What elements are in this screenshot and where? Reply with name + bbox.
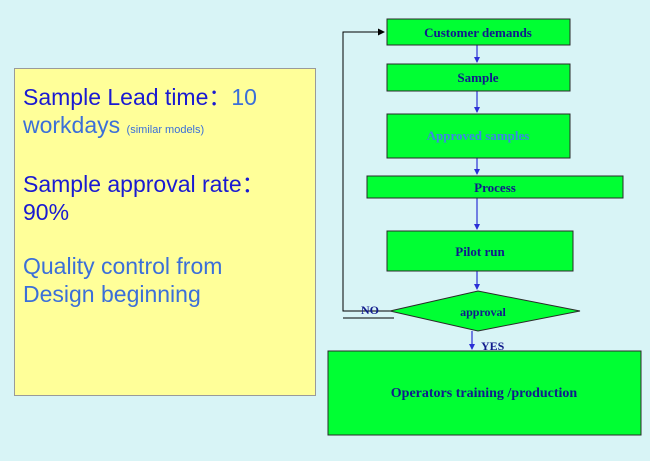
node-customer-demands-label: Customer demands [424, 25, 532, 40]
info-box: Sample Lead time：10 workdays (similar mo… [14, 68, 316, 396]
lead-time-value: 10 [231, 84, 257, 110]
node-process [366, 175, 624, 199]
node-approval-decision [389, 290, 581, 332]
node-operators-training [327, 350, 642, 436]
node-process-label: Process [474, 180, 516, 195]
edge-label-yes: YES [481, 339, 505, 353]
node-sample-label: Sample [457, 70, 498, 85]
quality-line-2: Design beginning [23, 281, 201, 307]
approval-rate-value: 90% [23, 199, 70, 225]
lead-time-text: Sample Lead time：10 workdays (similar mo… [23, 83, 307, 144]
edge-label-no: NO [361, 303, 379, 317]
node-approval-label: approval [460, 305, 506, 319]
node-customer-demands [386, 18, 571, 46]
quality-control-text: Quality control from Design beginning [23, 252, 307, 308]
approval-rate-label: Sample approval rate： [23, 171, 265, 197]
node-approved-samples [386, 113, 571, 159]
lead-time-unit: workdays [23, 112, 121, 138]
lead-time-label: Sample Lead time： [23, 84, 232, 110]
loop-no-feedback [342, 28, 396, 312]
node-pilot-run [386, 230, 574, 272]
node-operators-training-label: Operators training /production [391, 386, 578, 401]
quality-line-1: Quality control from [23, 253, 223, 279]
approval-rate-text: Sample approval rate： 90% [23, 170, 307, 226]
node-pilot-run-label: Pilot run [455, 244, 505, 259]
node-approved-samples-label: Approved samples [427, 128, 530, 143]
node-sample [386, 63, 571, 92]
lead-time-note: (similar models) [126, 124, 205, 136]
